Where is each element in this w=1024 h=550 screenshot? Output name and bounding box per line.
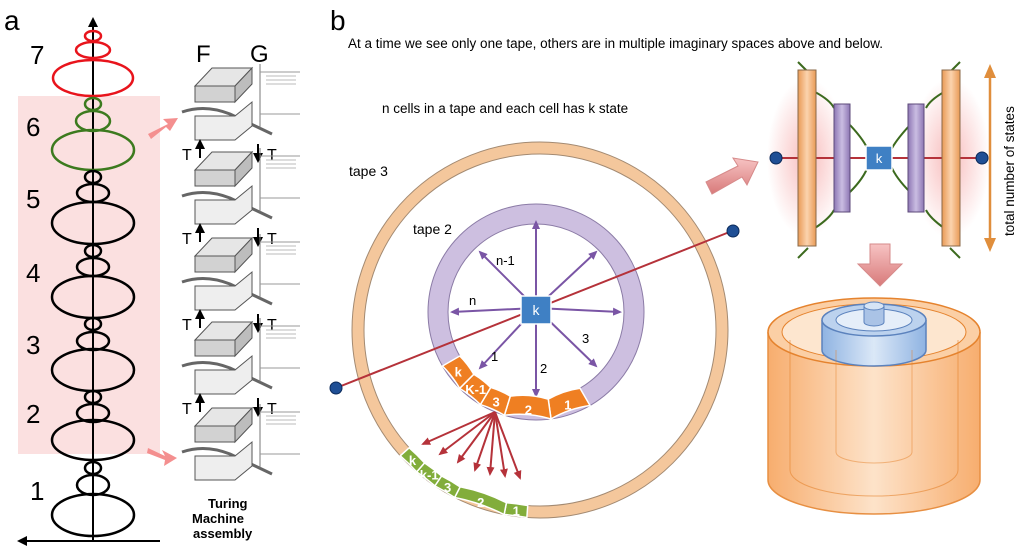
tape-axis-end-right [726, 224, 740, 238]
level-label-4: 4 [26, 258, 40, 288]
spoke-label-3: 3 [582, 331, 589, 346]
side-view [767, 61, 990, 259]
level-label-3: 3 [26, 330, 40, 360]
level-7-loops [51, 29, 135, 98]
panel-b-heading: At a time we see only one tape, others a… [348, 36, 883, 51]
level-label-1: 1 [30, 476, 44, 506]
tape-3-cell-label-4: k-1 [420, 467, 439, 482]
tape-3-cell-label-1: 1 [513, 503, 520, 518]
tape-2-cell-label-1: 1 [564, 398, 571, 413]
tape-2-label: tape 2 [413, 221, 452, 237]
side-state-box [865, 145, 893, 171]
spoke-label-2: 2 [540, 361, 547, 376]
center-state-box [520, 295, 552, 325]
level-label-6: 6 [26, 112, 40, 142]
column-f-label: F [196, 41, 211, 68]
machine-caption-line-2: Machine [192, 511, 244, 526]
transition-arrow-down [856, 243, 904, 287]
side-inner-bar-right [907, 103, 925, 213]
side-axis-label: total number of states [1002, 106, 1017, 236]
tape-3-label: tape 3 [349, 163, 388, 179]
tape-2-cells: 1 2 3 K-1k [441, 355, 592, 421]
cell-fan-arrows [421, 411, 522, 480]
side-state-label: k [876, 151, 883, 166]
tape-3-cell-label-5: k [409, 453, 417, 468]
stacked-cylinder [767, 297, 981, 515]
spoke-label-n: n [469, 293, 476, 308]
level-2-loops [50, 389, 136, 462]
machine-caption-line-1: Turing [208, 496, 248, 511]
center-state-label: k [533, 302, 541, 318]
turing-machine-unit-5 [181, 404, 300, 481]
spoke-label-1: 1 [491, 349, 498, 364]
tape-2-cell-label-3: 3 [493, 395, 500, 410]
side-outer-bar-left [797, 69, 817, 247]
side-outer-bar-right [941, 69, 961, 247]
transition-label-left-4: T [182, 401, 192, 418]
spoke-label-n-1: n-1 [496, 253, 515, 268]
tape-2-cell-label-2: 2 [525, 403, 532, 418]
turing-machine-unit-3 [181, 234, 300, 311]
transition-label-left-2: T [182, 231, 192, 248]
machine-caption-line-3: assembly [193, 526, 253, 541]
transition-arrow-right [705, 157, 759, 195]
transition-label-left-3: T [182, 317, 192, 334]
tape-2-cell-label-5: k [455, 365, 463, 380]
side-inner-bar-left [833, 103, 851, 213]
turing-machine-unit-1 [181, 64, 300, 141]
panel-a: a [4, 5, 269, 546]
side-axis-end-left [769, 151, 783, 165]
side-axis-end-right [975, 151, 989, 165]
level-label-2: 2 [26, 399, 40, 429]
transition-label-right-4: T [267, 401, 277, 418]
tape-axis-end-left [329, 381, 343, 395]
level-label-7: 7 [30, 40, 44, 70]
states-range-arrow [984, 64, 996, 252]
transition-label-left-1: T [182, 147, 192, 164]
tape-3-cells: 1 2 3 k-1k [399, 446, 529, 518]
column-g-label: G [250, 41, 269, 68]
tape-2-cell-label-4: K-1 [465, 382, 486, 397]
cells-note: n cells in a tape and each cell has k st… [382, 101, 628, 116]
tape-2-cell-5 [441, 355, 475, 390]
level-label-5: 5 [26, 184, 40, 214]
panel-a-label: a [4, 5, 20, 36]
transition-label-right-2: T [267, 231, 277, 248]
turing-machine-unit-4 [181, 318, 300, 395]
tape-3-cell-label-2: 2 [477, 495, 484, 510]
pointer-arrow-level-6 [148, 118, 178, 139]
panel-b-label: b [330, 5, 346, 36]
pointer-arrow-level-2 [147, 448, 177, 466]
tape-3-cell-5 [399, 446, 426, 474]
level-1-loops [50, 460, 136, 538]
turing-machine-unit-2 [181, 148, 300, 225]
tape-3-cell-label-3: 3 [444, 480, 451, 495]
